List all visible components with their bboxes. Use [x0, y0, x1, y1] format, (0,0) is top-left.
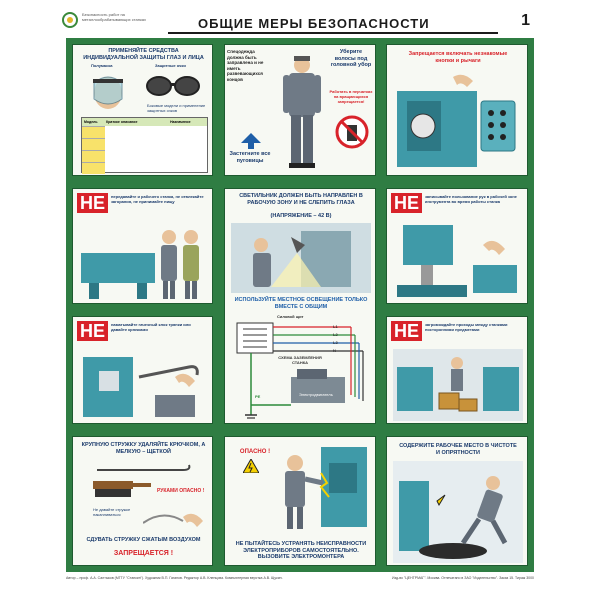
- panel-workwear: Спецодежда должна быть заправлена и не и…: [224, 44, 376, 176]
- no-gloves-icon: [335, 115, 369, 149]
- footer-credits: Автор – проф. А.А. Салтыков (МГТУ "Станк…: [66, 576, 283, 580]
- goggles-illustration: [146, 76, 200, 96]
- goggles-note: Боковые модели и применение защитных очк…: [147, 103, 206, 113]
- face-shield-illustration: [93, 76, 123, 109]
- footer-publisher: Изд-во "ЦЕНТРМАГ". Москва. Отпечатано в …: [391, 576, 534, 580]
- line-label-n: N: [333, 348, 336, 353]
- poster-footer: Автор – проф. А.А. Салтыков (МГТУ "Станк…: [66, 576, 534, 592]
- high-voltage-icon: [243, 459, 259, 473]
- panel-lighting-grounding: СВЕТИЛЬНИК ДОЛЖЕН БЫТЬ НАПРАВЛЕН В РАБОЧ…: [224, 188, 376, 424]
- hands-in-zone-text: записывайте пользование рук в рабочей зо…: [425, 194, 517, 204]
- panel-passages: НЕ загромождайте проходы между станками …: [386, 316, 528, 424]
- safety-poster: Безопасность работ на металлообрабатываю…: [58, 8, 542, 592]
- publisher-note: Безопасность работ на металлообрабатываю…: [82, 12, 147, 22]
- table-row: [82, 162, 105, 174]
- panel-rags: НЕ наматывайте гачечный клок тряпки или …: [72, 316, 213, 424]
- poster-header: Безопасность работ на металлообрабатываю…: [58, 8, 542, 36]
- worker-illustration: [283, 56, 321, 168]
- panel-unknown-controls: Запрещается включать незнакомые кнопки и…: [386, 44, 528, 176]
- buttoning-arrow-icon: [241, 133, 261, 149]
- panel-heading: ПРИМЕНЯЙТЕ СРЕДСТВА ИНДИВИДУАЛЬНОЙ ЗАЩИТ…: [83, 48, 204, 61]
- table-row: [82, 138, 105, 150]
- table-header-purpose: Назначение: [170, 120, 191, 124]
- blowing-forbidden: ЗАПРЕЩАЕТСЯ !: [113, 550, 174, 557]
- table-header-model: Модель: [84, 120, 98, 124]
- electric-shock-illustration: [285, 447, 367, 529]
- panel-eye-protection: ПРИМЕНЯЙТЕ СРЕДСТВА ИНДИВИДУАЛЬНОЙ ЗАЩИТ…: [72, 44, 213, 176]
- panel-no-distraction: НЕ передавайте и рабочего станка, не отв…: [72, 188, 213, 304]
- blowing-text: СДУВАТЬ СТРУЖКУ СЖАТЫМ ВОЗДУХОМ: [86, 537, 201, 543]
- ne-badge: НЕ: [391, 321, 423, 341]
- sheet-number: 1: [521, 12, 530, 29]
- workwear-text: Спецодежда должна быть заправлена и не и…: [227, 49, 264, 82]
- panel-hands-in-zone: НЕ записывайте пользование рук в рабочей…: [386, 188, 528, 304]
- title-divider: [168, 32, 498, 34]
- buttons-text: Застегните все пуговицы: [229, 151, 271, 164]
- air-blowing-illustration: [143, 513, 203, 527]
- logo-icon: [62, 12, 78, 28]
- panel-cleanliness: СОДЕРЖИТЕ РАБОЧЕЕ МЕСТО В ЧИСТОТЕ И ОПРЯ…: [386, 436, 528, 566]
- pe-label: PE: [255, 394, 261, 399]
- ne-badge: НЕ: [77, 321, 109, 341]
- voltage-note: (НАПРЯЖЕНИЕ – 42 В): [270, 213, 332, 219]
- rags-text: наматывайте гачечный клок тряпки или дав…: [111, 322, 191, 332]
- line-label-l3: L3: [333, 340, 338, 345]
- passages-text: загромождайте проходы между станками пос…: [425, 322, 508, 332]
- gloves-warning: Работать в перчатках на вращающихся запр…: [329, 89, 373, 104]
- slipping-worker-illustration: [393, 461, 523, 563]
- controls-warning-text: Запрещается включать незнакомые кнопки и…: [408, 51, 508, 64]
- chip-accumulation-note: Не давайте стружке накапливаться: [93, 507, 131, 517]
- page-title: ОБЩИЕ МЕРЫ БЕЗОПАСНОСТИ: [198, 16, 430, 31]
- panel-electrical-faults: ОПАСНО ! НЕ ПЫТАЙТЕСЬ УСТРАНЯТЬ НЕИСПРАВ…: [224, 436, 376, 566]
- hands-danger-label: РУКАМИ ОПАСНО !: [157, 488, 205, 494]
- lamp-workshop-illustration: [231, 223, 371, 293]
- cleanliness-heading: СОДЕРЖИТЕ РАБОЧЕЕ МЕСТО В ЧИСТОТЕ И ОПРЯ…: [399, 443, 517, 456]
- ne-badge: НЕ: [391, 193, 423, 213]
- hook-icon: [97, 464, 191, 471]
- lighting-heading: СВЕТИЛЬНИК ДОЛЖЕН БЫТЬ НАПРАВЛЕН В РАБОЧ…: [239, 193, 363, 206]
- workers-at-lathe-illustration: [81, 230, 199, 299]
- label-goggles: Защитные очки: [155, 63, 186, 68]
- panel-chip-removal: КРУПНУЮ СТРУЖКУ УДАЛЯЙТЕ КРЮЧКОМ, А МЕЛК…: [72, 436, 213, 566]
- ne-badge: НЕ: [77, 193, 109, 213]
- electrical-text: НЕ ПЫТАЙТЕСЬ УСТРАНЯТЬ НЕИСПРАВНОСТИ ЭЛЕ…: [235, 541, 367, 560]
- switchboard-label: Силовой щит: [277, 314, 304, 319]
- chip-heading: КРУПНУЮ СТРУЖКУ УДАЛЯЙТЕ КРЮЧКОМ, А МЕЛК…: [81, 442, 206, 455]
- drill-illustration: [397, 225, 517, 297]
- cluttered-aisle-illustration: [393, 349, 523, 421]
- line-label-l1: L1: [333, 324, 338, 329]
- table-row: [82, 126, 105, 138]
- label-mask: Полумаска: [91, 63, 113, 68]
- grounding-scheme-label: СХЕМА ЗАЗЕМЛЕНИЯ СТАНКА: [278, 355, 322, 365]
- motor-label: Электродвигатель: [299, 392, 333, 397]
- lighting-advice: ИСПОЛЬЗУЙТЕ МЕСТНОЕ ОСВЕЩЕНИЕ ТОЛЬКО ВМЕ…: [234, 297, 368, 310]
- no-distraction-text: передавайте и рабочего станка, не отвлек…: [111, 194, 204, 204]
- poster-board: ПРИМЕНЯЙТЕ СРЕДСТВА ИНДИВИДУАЛЬНОЙ ЗАЩИТ…: [66, 38, 534, 572]
- line-label-l2: L2: [333, 332, 338, 337]
- control-panel-illustration: [397, 74, 516, 167]
- goggles-table: Модель Краткое описание Назначение: [81, 117, 208, 174]
- hook-chip-illustration: [83, 357, 199, 417]
- brush-icon: [93, 481, 151, 497]
- table-row: [82, 150, 105, 162]
- hair-text: Уберите волосы под головной убор: [330, 49, 372, 68]
- grounding-diagram: [236, 322, 364, 419]
- danger-label: ОПАСНО !: [239, 449, 271, 455]
- table-header-desc: Краткое описание: [106, 120, 138, 124]
